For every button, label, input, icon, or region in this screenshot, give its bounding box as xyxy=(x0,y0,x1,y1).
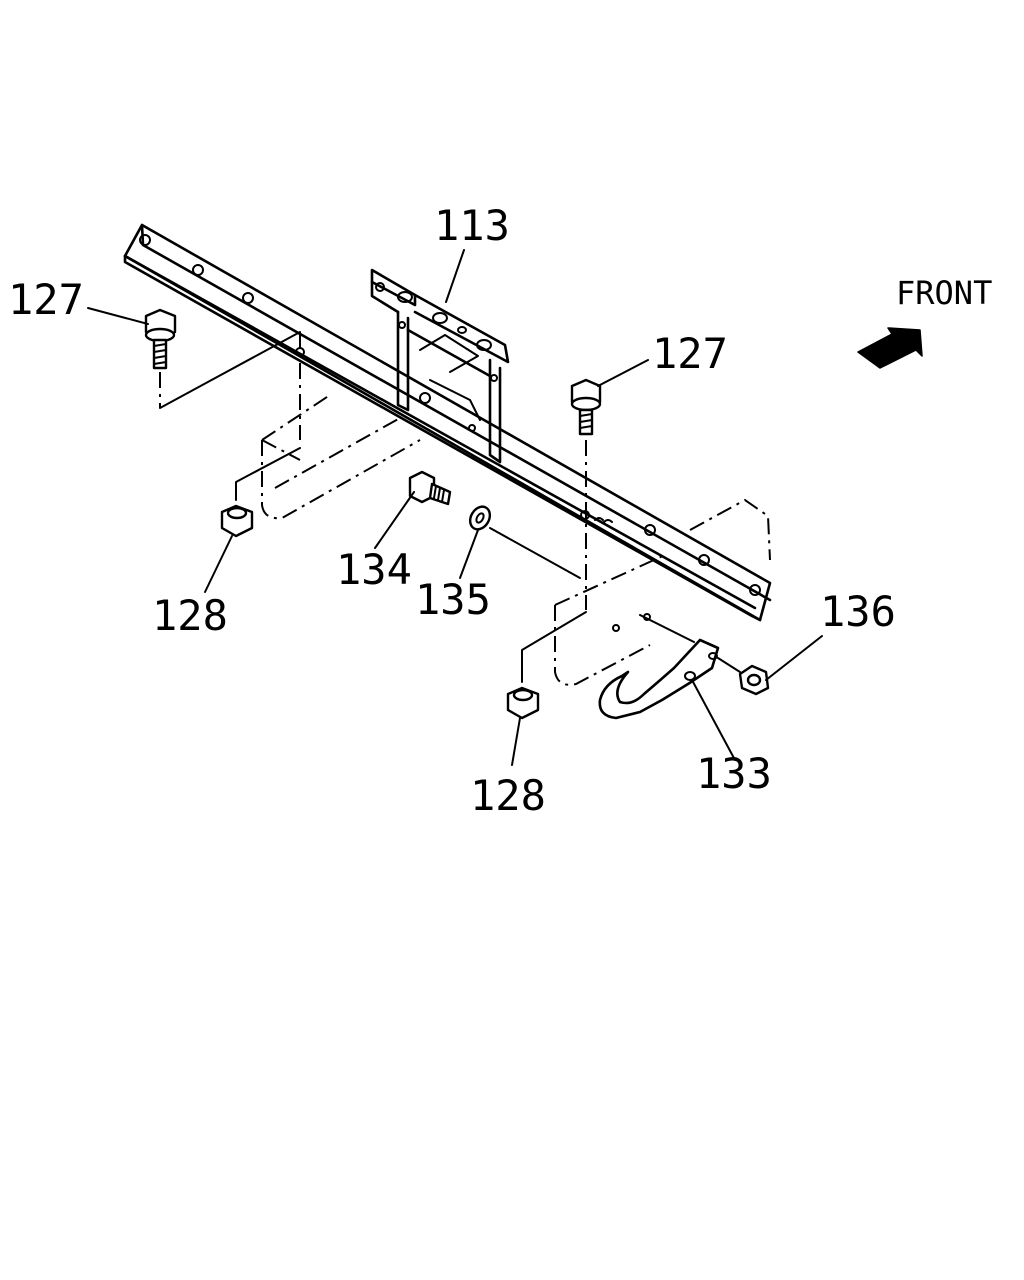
label-127-right: 127 xyxy=(652,329,728,378)
label-133: 133 xyxy=(696,749,772,798)
label-136: 136 xyxy=(820,587,896,636)
part-128-nut-right xyxy=(506,611,587,720)
part-136-nut xyxy=(738,664,770,696)
label-135: 135 xyxy=(415,575,491,624)
leader-lines xyxy=(87,249,823,766)
label-134: 134 xyxy=(336,545,412,594)
part-135-washer xyxy=(468,505,581,579)
front-arrow-icon xyxy=(857,327,923,369)
cross-member xyxy=(123,223,772,622)
label-128-left: 128 xyxy=(152,591,228,640)
label-128-right: 128 xyxy=(470,771,546,820)
label-113: 113 xyxy=(434,201,510,250)
part-128-nut-left xyxy=(220,447,301,538)
label-front: FRONT xyxy=(896,274,992,312)
label-127-left: 127 xyxy=(8,275,84,324)
part-127-bolt-left xyxy=(144,308,301,440)
frame-rail-left xyxy=(261,394,421,520)
part-133-tow-hook xyxy=(598,613,741,720)
frame-rail-right xyxy=(554,498,771,686)
part-127-bolt-right xyxy=(570,378,602,610)
part-134-bolt xyxy=(408,470,452,506)
part-113-bracket xyxy=(370,268,510,464)
